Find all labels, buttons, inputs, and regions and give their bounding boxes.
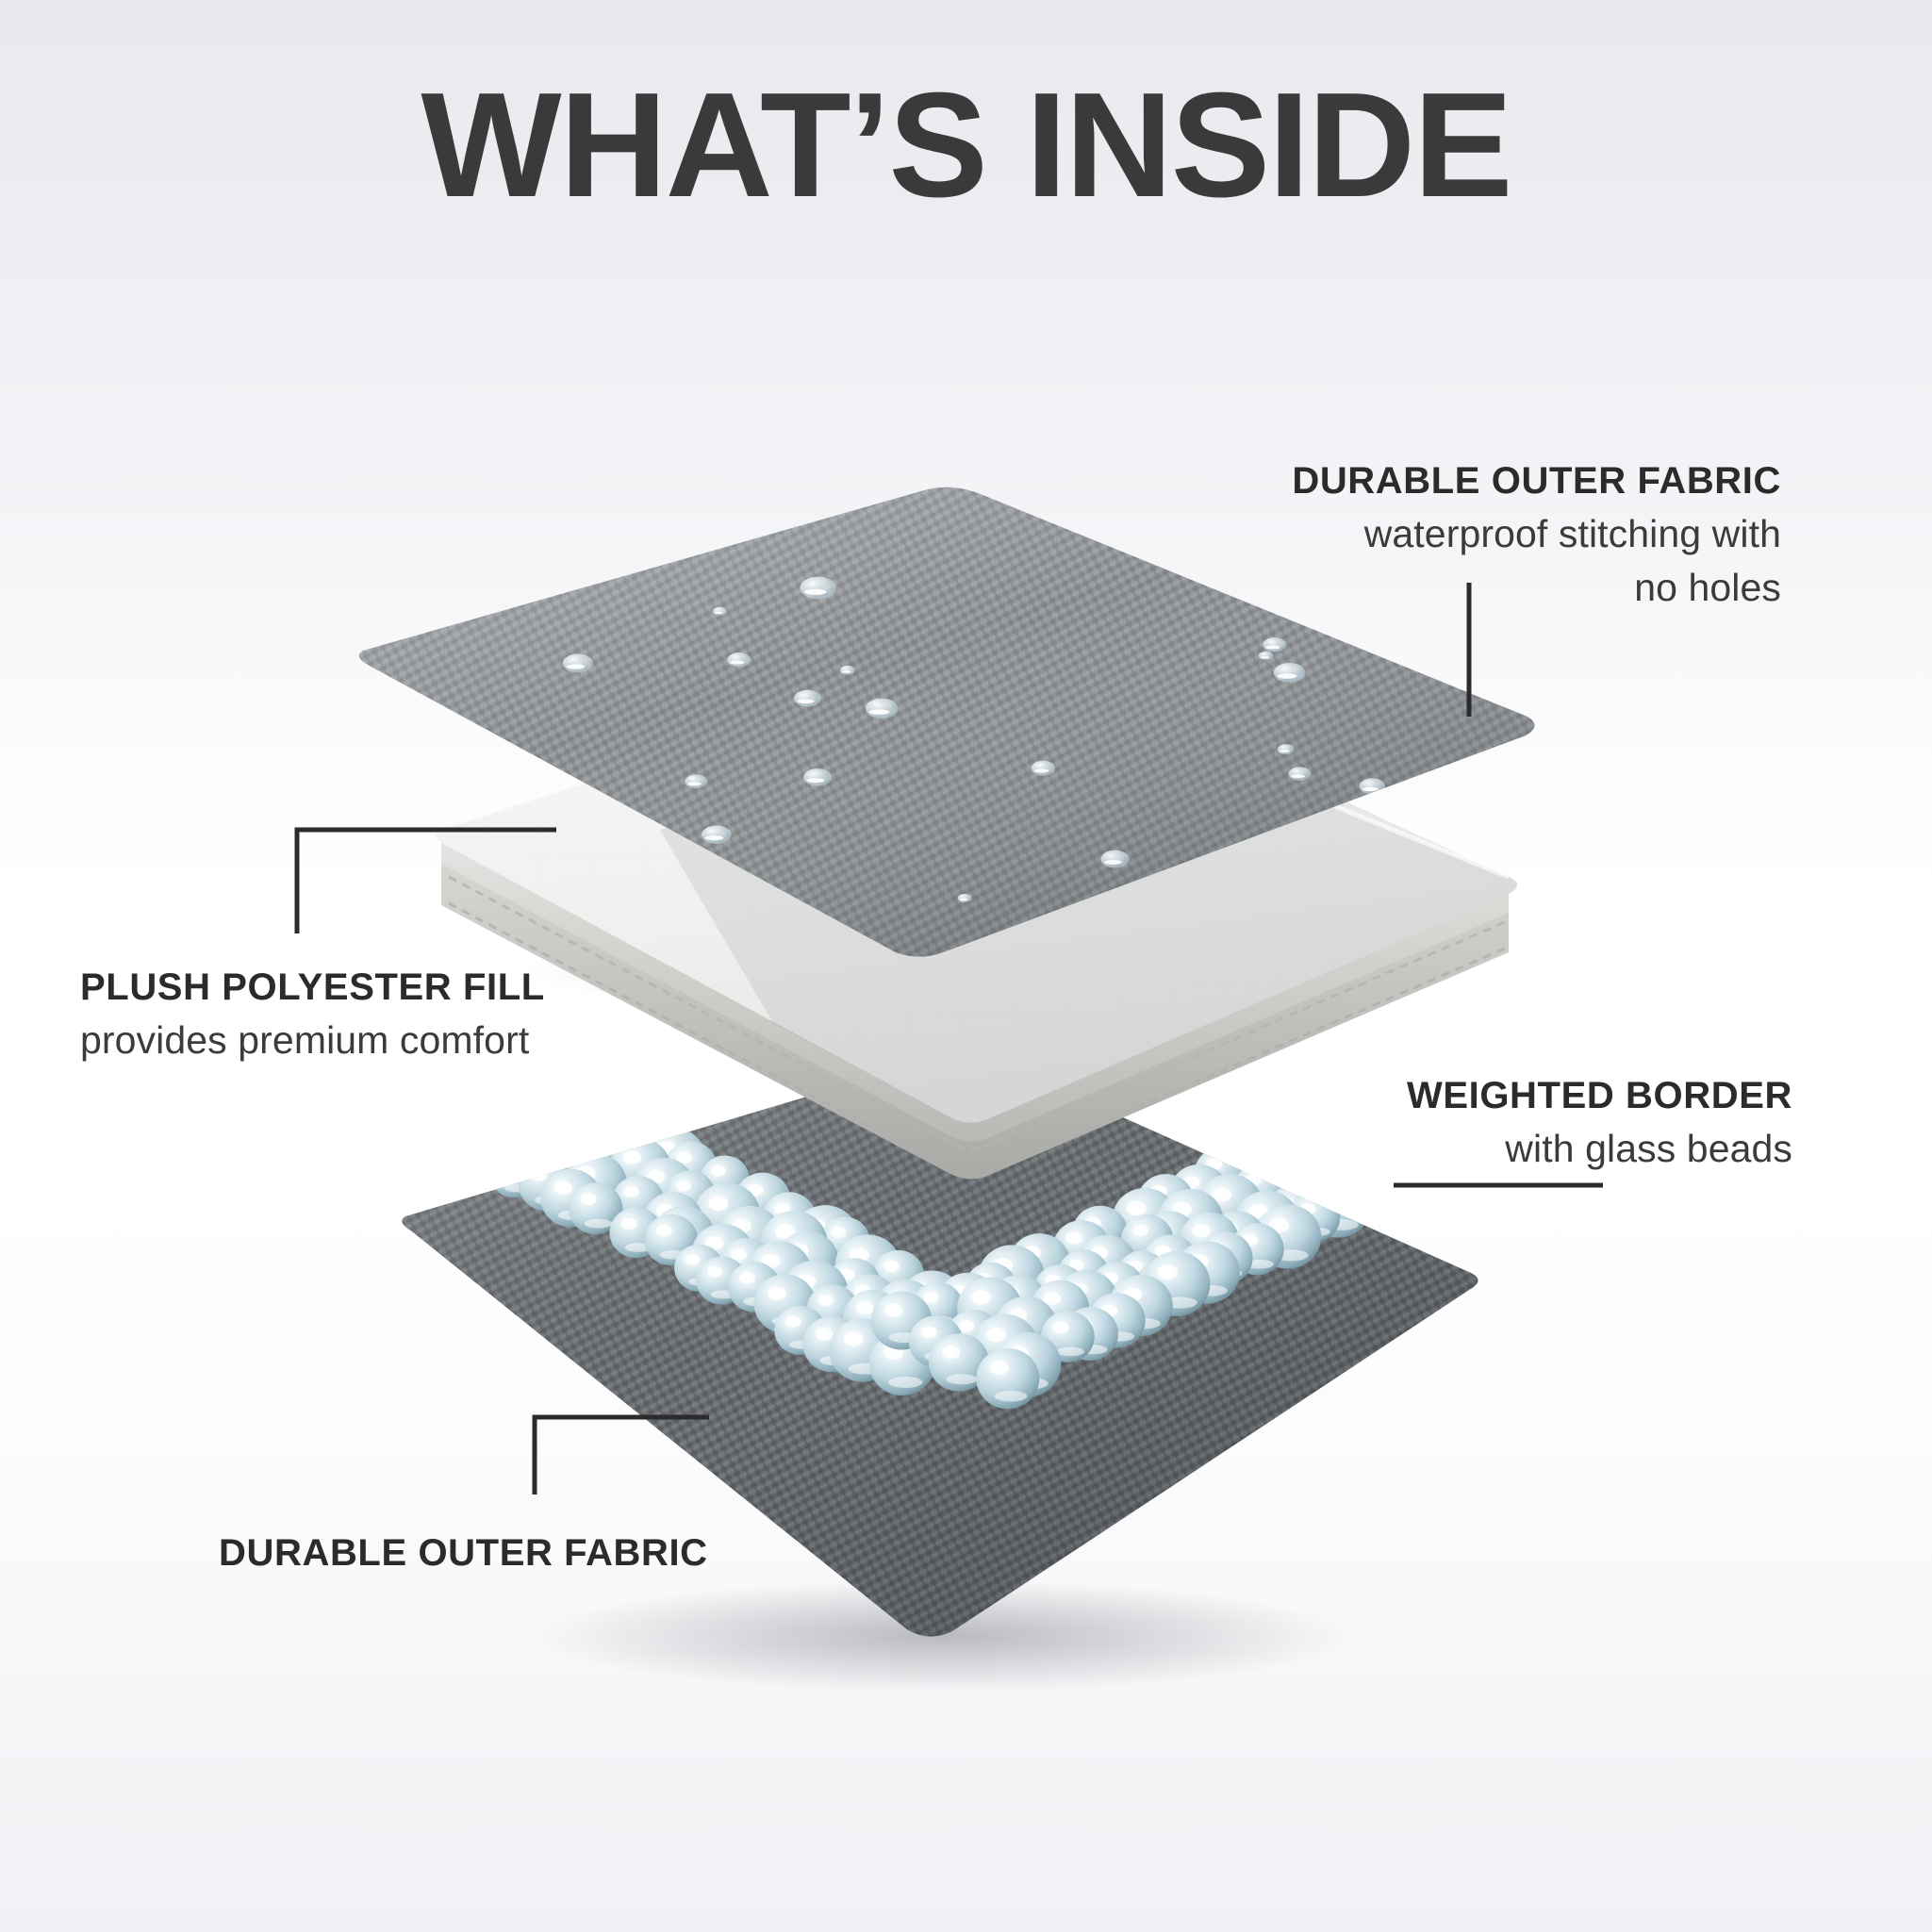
callout-title: PLUSH POLYESTER FILL bbox=[80, 966, 545, 1008]
layer-polyester-fill bbox=[435, 659, 1517, 1180]
shadow-bottom bbox=[537, 1579, 1348, 1693]
callout-subtitle-line1: with glass beads bbox=[1505, 1127, 1792, 1171]
leader-plush-polyester-fill bbox=[294, 827, 556, 933]
callout-weighted-border: WEIGHTED BORDER with glass beads bbox=[1407, 1072, 1792, 1174]
callout-subtitle-line1: provides premium comfort bbox=[80, 1018, 530, 1063]
leader-durable-outer-fabric-bottom bbox=[532, 1414, 709, 1494]
callout-subtitle-line2: no holes bbox=[1634, 566, 1781, 610]
callout-durable-outer-fabric-bottom: DURABLE OUTER FABRIC bbox=[219, 1529, 708, 1577]
callout-subtitle-line1: waterproof stitching with bbox=[1363, 512, 1781, 556]
shadow-mid bbox=[519, 1159, 1273, 1246]
callout-durable-outer-fabric-top: DURABLE OUTER FABRIC waterproof stitchin… bbox=[1292, 457, 1781, 614]
callout-title: WEIGHTED BORDER bbox=[1407, 1075, 1792, 1116]
callout-plush-polyester-fill: PLUSH POLYESTER FILL provides premium co… bbox=[80, 964, 545, 1065]
callout-title: DURABLE OUTER FABRIC bbox=[1292, 460, 1781, 502]
page-title: WHAT’S INSIDE bbox=[421, 62, 1512, 228]
glass-beads-border bbox=[407, 1052, 1478, 1410]
callout-title: DURABLE OUTER FABRIC bbox=[219, 1532, 708, 1574]
shadow-top bbox=[519, 932, 1235, 1011]
